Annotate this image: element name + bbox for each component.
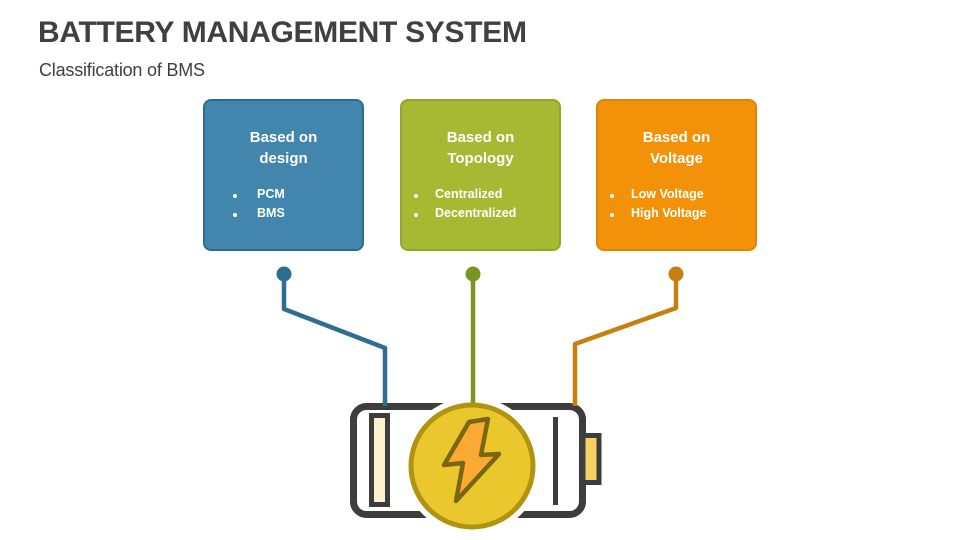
list-item-label: BMS — [257, 206, 285, 220]
card-bullet-list: PCM BMS — [205, 187, 362, 225]
bullet-dot-icon — [414, 213, 418, 217]
list-item-label: Low Voltage — [631, 187, 704, 201]
card-based-on-design: Based on design PCM BMS — [203, 99, 364, 251]
list-item: Decentralized — [414, 206, 559, 225]
page-subtitle: Classification of BMS — [39, 60, 205, 80]
card-bullet-list: Low Voltage High Voltage — [598, 187, 755, 225]
card-based-on-voltage: Based on Voltage Low Voltage High Voltag… — [596, 99, 757, 251]
connector-voltage-line — [572, 274, 679, 406]
connector-voltage-dot — [668, 266, 684, 282]
bullet-dot-icon — [233, 194, 237, 198]
bullet-dot-icon — [610, 213, 614, 217]
list-item: High Voltage — [610, 206, 755, 225]
card-heading: Based on Topology — [402, 127, 559, 169]
connector-topology — [465, 266, 481, 412]
card-heading-line2: design — [259, 150, 308, 167]
card-heading: Based on design — [205, 127, 362, 169]
card-heading-line2: Topology — [447, 150, 514, 167]
list-item: Centralized — [414, 187, 559, 206]
bullet-dot-icon — [414, 194, 418, 198]
list-item: BMS — [233, 206, 362, 225]
connector-design-line — [281, 274, 388, 406]
list-item: PCM — [233, 187, 362, 206]
card-heading-line1: Based on — [446, 129, 515, 146]
card-heading: Based on Voltage — [598, 127, 755, 169]
card-heading-line1: Based on — [642, 129, 711, 146]
connector-voltage — [572, 266, 684, 406]
list-item-label: Centralized — [435, 187, 503, 201]
list-item: Low Voltage — [610, 187, 755, 206]
list-item-label: Decentralized — [435, 206, 517, 220]
list-item-label: PCM — [257, 187, 285, 201]
bullet-dot-icon — [610, 194, 614, 198]
battery-cell-bar — [369, 413, 390, 507]
connector-design-dot — [276, 266, 292, 282]
connector-topology-dot — [465, 266, 481, 282]
bullet-dot-icon — [233, 213, 237, 217]
card-heading-line2: Voltage — [649, 150, 704, 167]
lightning-bolt-icon — [441, 416, 502, 504]
battery-terminal — [580, 433, 602, 485]
card-heading-line1: Based on — [249, 129, 318, 146]
card-bullet-list: Centralized Decentralized — [402, 187, 559, 225]
page-title: BATTERY MANAGEMENT SYSTEM — [38, 16, 527, 49]
list-item-label: High Voltage — [631, 206, 707, 220]
connector-design — [276, 266, 388, 406]
card-based-on-topology: Based on Topology Centralized Decentrali… — [400, 99, 561, 251]
